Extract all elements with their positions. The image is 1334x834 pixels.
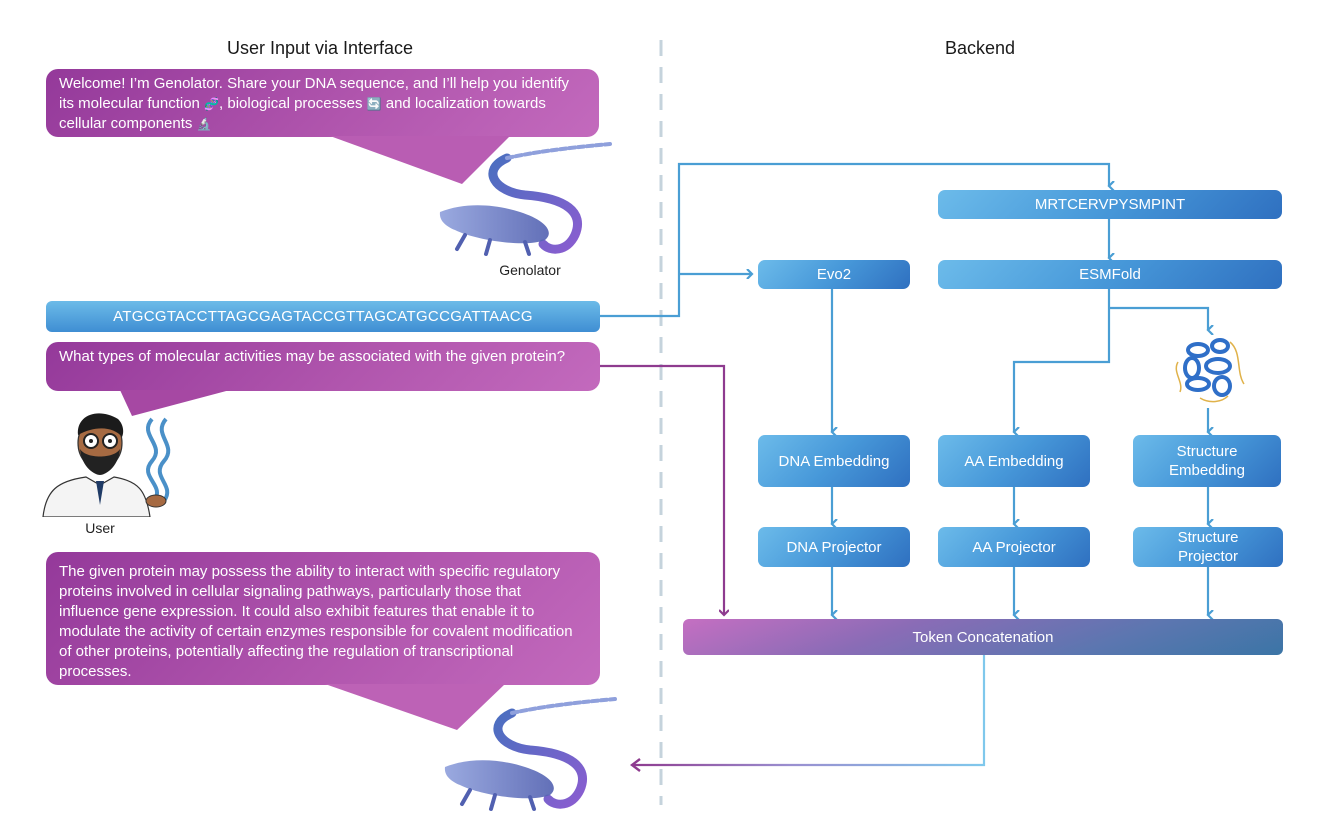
connector-esmfold-to-structure	[1109, 306, 1208, 330]
welcome-text-3: and localization towards cellular compon…	[59, 95, 546, 133]
user-label: User	[85, 520, 115, 536]
connector-question-to-concat	[600, 364, 724, 615]
structure-embedding-node: Structure Embedding	[1133, 435, 1281, 487]
aa-projector-node: AA Projector	[938, 527, 1090, 567]
evo2-node: Evo2	[758, 260, 910, 289]
dna-icon: 🧬	[204, 97, 220, 112]
welcome-text-2: , biological processes	[219, 95, 363, 112]
cycle-icon: 🔄	[366, 97, 382, 112]
token-concatenation-node: Token Concatenation	[683, 619, 1283, 655]
connector-esmfold-to-aa-embedding	[1014, 289, 1111, 432]
aa-embedding-node: AA Embedding	[938, 435, 1090, 487]
welcome-bubble-tail	[330, 136, 510, 184]
dna-projector-node: DNA Projector	[758, 527, 910, 567]
connector-concat-to-response	[632, 655, 986, 767]
dna-sequence-input[interactable]: ATGCGTACCTTAGCGAGTACCGTTAGCATGCCGATTAACG	[46, 301, 600, 332]
arrowhead-response	[630, 758, 641, 772]
dna-embedding-node: DNA Embedding	[758, 435, 910, 487]
user-question-bubble: What types of molecular activities may b…	[46, 342, 600, 391]
section-title-backend: Backend	[944, 38, 1016, 58]
response-bubble-tail	[325, 684, 505, 730]
user-avatar-icon	[42, 413, 171, 517]
microscope-icon: 🔬	[196, 117, 212, 132]
connector-dna-to-backend	[600, 162, 1109, 318]
question-bubble-tail	[120, 390, 230, 416]
welcome-text-1: Welcome! I’m Genolator. Share your DNA s…	[59, 75, 569, 112]
genolator-label: Genolator	[499, 262, 561, 278]
esmfold-node: ESMFold	[938, 260, 1282, 289]
genolator-avatar-icon	[439, 142, 612, 256]
assistant-welcome-bubble: Welcome! I’m Genolator. Share your DNA s…	[46, 69, 599, 137]
section-title-user-input: User Input via Interface	[226, 38, 414, 58]
structure-projector-node: Structure Projector	[1133, 527, 1283, 567]
protein-sequence-node: MRTCERVPYSMPINT	[938, 190, 1282, 219]
assistant-response-bubble: The given protein may possess the abilit…	[46, 552, 600, 685]
genolator-response-avatar-icon	[444, 697, 617, 811]
protein-structure-icon	[1175, 338, 1245, 403]
